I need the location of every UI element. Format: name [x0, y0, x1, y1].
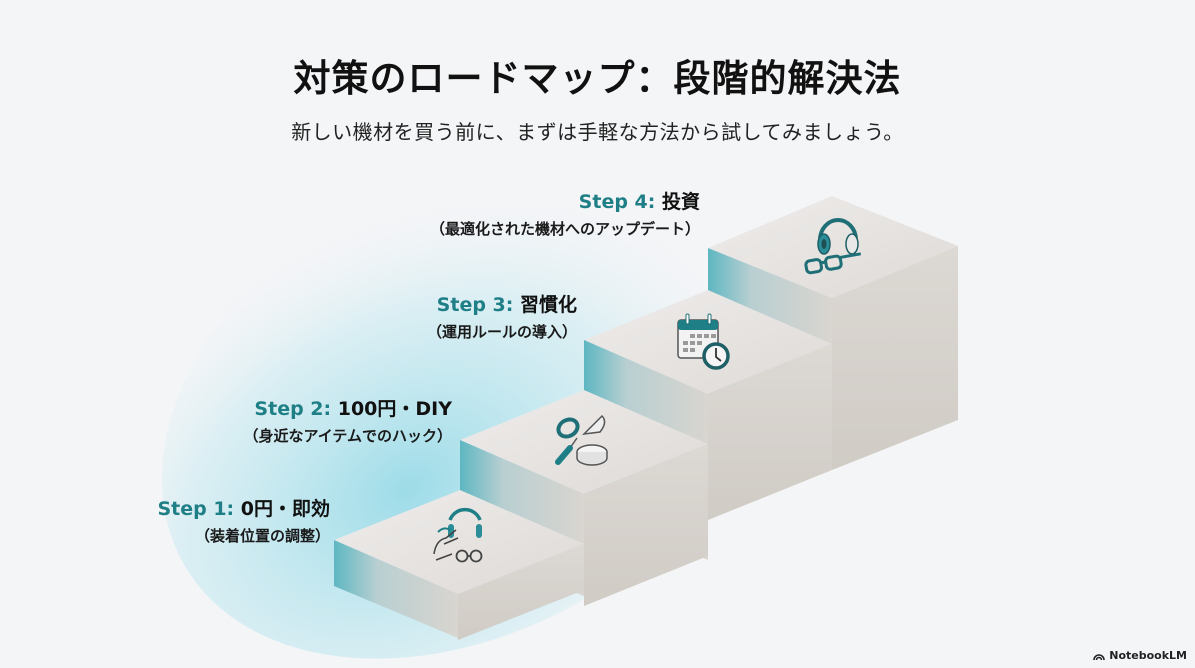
diy-tools-icon — [555, 414, 608, 466]
headphones-glasses-icon — [804, 218, 862, 275]
step-4-description: （最適化された機材へのアップデート） — [429, 220, 700, 238]
step-2-label: Step 2: 100円・DIY （身近なアイテムでのハック） — [243, 394, 452, 446]
step-3-description: （運用ルールの導入） — [426, 323, 577, 341]
step-4-title: 投資 — [661, 191, 700, 213]
calendar-clock-icon — [677, 313, 730, 370]
step-1-description: （装着位置の調整） — [194, 527, 330, 545]
step-4-label: Step 4: 投資 （最適化された機材へのアップデート） — [430, 187, 700, 239]
hand-adjust-headphones-glasses-icon — [433, 507, 483, 563]
step-2-title: 100円・DIY — [337, 398, 452, 420]
step-3-title: 習慣化 — [519, 294, 577, 316]
step-1-number: Step 1: — [157, 498, 235, 520]
brand-name: NotebookLM — [1109, 649, 1187, 662]
step-3-label: Step 3: 習慣化 （運用ルールの導入） — [427, 290, 577, 342]
step-3-number: Step 3: — [436, 294, 514, 316]
page-subtitle: 新しい機材を買う前に、まずは手軽な方法から試してみましょう。 — [291, 120, 904, 144]
step-2-number: Step 2: — [254, 398, 332, 420]
step-1-label: Step 1: 0円・即効 （装着位置の調整） — [157, 494, 330, 546]
notebooklm-logo-icon — [1093, 653, 1106, 660]
page-title: 対策のロードマップ：段階的解決法 — [293, 57, 902, 100]
step-1-title: 0円・即効 — [240, 498, 330, 520]
brand-watermark: NotebookLM — [1093, 649, 1187, 662]
step-4-number: Step 4: — [578, 191, 656, 213]
step-1-block — [334, 490, 584, 640]
step-2-description: （身近なアイテムでのハック） — [243, 427, 452, 445]
